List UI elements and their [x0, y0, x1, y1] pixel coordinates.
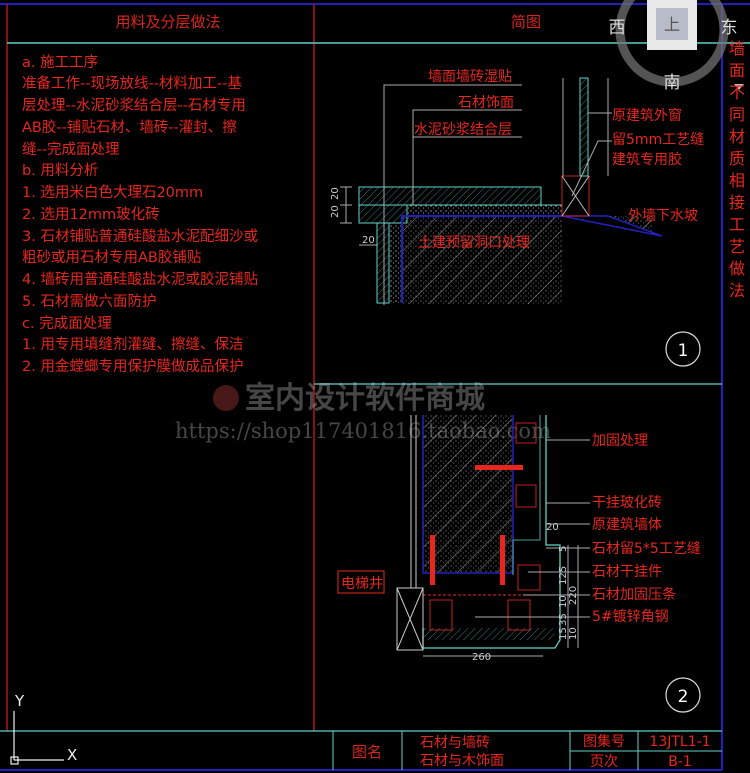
dim-text: 35: [558, 613, 569, 626]
note-line: 3. 石材铺贴普通硅酸盐水泥配细沙或: [22, 228, 258, 245]
viewcube-south[interactable]: 南: [664, 73, 681, 93]
note-line: 5. 石材需做六面防护: [22, 293, 156, 310]
callout-label: 留5mm工艺缝: [612, 132, 704, 148]
note-line: 粗砂或用石材专用AB胶铺贴: [22, 249, 201, 266]
ucs-y-label: Y: [14, 692, 25, 710]
dim-text: 260: [472, 652, 491, 663]
dim-text: 20: [330, 205, 341, 218]
left-column-title: 用料及分层做法: [115, 13, 220, 31]
callout-label: 原建筑外窗: [612, 107, 682, 124]
callout-label: 石材留5*5工艺缝: [592, 541, 701, 557]
note-line: 2. 选用12mm玻化砖: [22, 206, 160, 223]
note-line: 4. 墙砖用普通硅酸盐水泥或胶泥铺贴: [22, 271, 258, 288]
note-line: 1. 选用米白色大理石20mm: [22, 184, 203, 201]
dim-text: 20: [362, 235, 375, 246]
callout-label: 建筑专用胶: [612, 151, 682, 168]
drawing-name-label: 图名: [352, 743, 382, 761]
detail-1-drawing: 20 20 20 墙面墙砖湿贴 石材饰面 水泥砂浆结合层 原建筑外窗 留5mm工…: [330, 69, 704, 367]
right-column-title: 简图: [511, 13, 541, 31]
dim-text: 5: [558, 546, 569, 552]
note-line: c. 完成面处理: [22, 315, 112, 332]
note-line: b. 用料分析: [22, 162, 98, 179]
side-title: 墙面不同材质相接工艺做法: [726, 40, 745, 304]
note-line: a. 施工工序: [22, 54, 98, 71]
atlas-value: 13JTL1-1: [649, 734, 710, 750]
page-label: 页次: [590, 754, 618, 770]
viewcube-face-label: 上: [664, 15, 680, 34]
detail-number: 2: [678, 687, 689, 707]
title-block: [332, 731, 722, 770]
drawing-name-line2: 石材与木饰面: [420, 753, 504, 769]
drawing-name-line1: 石材与墙砖: [420, 735, 490, 751]
note-line: 2. 用金螳螂专用保护膜做成品保护: [22, 358, 243, 375]
callout-label: 石材饰面: [458, 95, 514, 111]
dim-text: 15: [558, 627, 569, 640]
note-line: 准备工作--现场放线--材料加工--基: [22, 75, 242, 92]
callout-label: 外墙下水坡: [628, 208, 698, 224]
note-line: 缝--完成面处理: [22, 141, 120, 158]
callout-label: 原建筑墙体: [592, 517, 662, 533]
detail-number: 1: [678, 341, 689, 361]
callout-label: 石材干挂件: [592, 564, 662, 580]
ucs-icon: [10, 711, 64, 765]
callout-label: 水泥砂浆结合层: [414, 122, 512, 138]
note-line: AB胶--铺贴石材、墙砖--灌封、擦: [22, 119, 237, 136]
dim-text: 10: [558, 595, 569, 608]
atlas-label: 图集号: [583, 733, 625, 750]
page-value: B-1: [668, 754, 692, 770]
dim-text: 20: [330, 187, 341, 200]
dim-text: 125: [558, 566, 569, 585]
callout-label: 土建预留洞口处理: [418, 235, 530, 251]
callout-label: 墙面墙砖湿贴: [428, 69, 512, 85]
detail-2-drawing: 20 5 125 220 10 35 15 10 260 加固处理 干挂玻化砖 …: [337, 415, 701, 713]
dim-text: 10: [568, 627, 579, 640]
note-line: 1. 用专用填缝剂灌缝、擦缝、保洁: [22, 336, 243, 353]
ucs-x-label: X: [67, 746, 77, 764]
dim-text: 20: [546, 522, 559, 533]
viewcube[interactable]: 上 西 东 南: [609, 0, 745, 93]
viewcube-west[interactable]: 西: [609, 18, 626, 38]
viewcube-menu-icon[interactable]: [734, 84, 744, 90]
dim-text: 220: [568, 586, 579, 605]
notes-text: a. 施工工序 准备工作--现场放线--材料加工--基 层处理--水泥砂浆结合层…: [22, 54, 258, 375]
viewcube-east[interactable]: 东: [721, 18, 738, 38]
watermark-title: 室内设计软件商城: [245, 381, 485, 416]
callout-label: 加固处理: [592, 433, 648, 449]
callout-label: 石材加固压条: [592, 586, 676, 603]
callout-label: 干挂玻化砖: [592, 495, 662, 511]
note-line: 层处理--水泥砂浆结合层--石材专用: [22, 96, 246, 114]
callout-label: 5#镀锌角钢: [592, 608, 669, 625]
elevator-shaft-label: 电梯井: [341, 576, 383, 592]
